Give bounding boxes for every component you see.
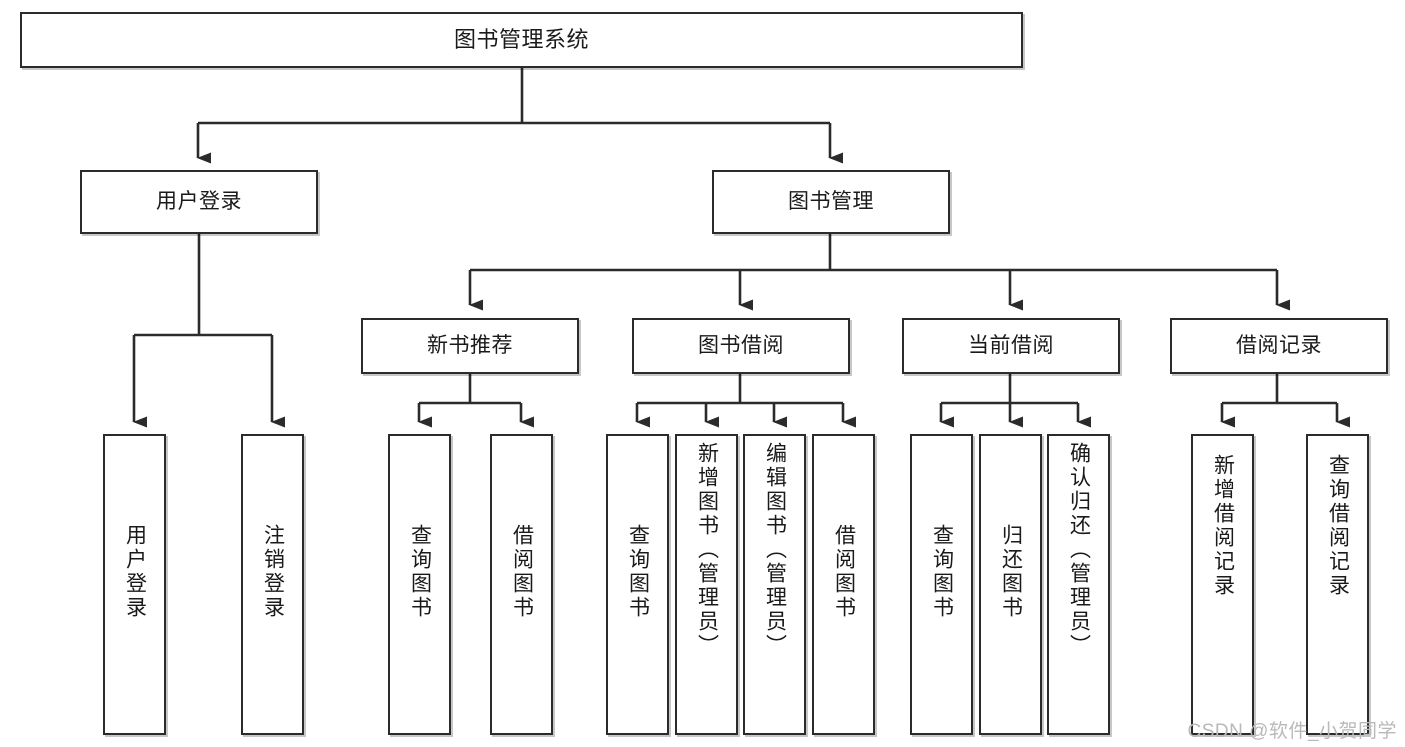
node-label: 图书管理	[788, 189, 874, 213]
node-book-management-system[interactable]: 图书管理系统	[20, 12, 1023, 68]
leaf-user-login-logout[interactable]: 注销登录	[241, 434, 304, 735]
leaf-borrow-edit-book-admin[interactable]: 编辑图书（管理员）	[743, 434, 806, 735]
leaf-borrow-add-book-admin[interactable]: 新增图书（管理员）	[675, 434, 738, 735]
node-label: 借阅记录	[1236, 333, 1322, 357]
leaf-label: 查询图书	[408, 524, 432, 620]
leaf-new-book-borrow[interactable]: 借阅图书	[490, 434, 553, 735]
leaf-label: 查询图书	[626, 524, 650, 620]
leaf-label: 查询图书	[930, 524, 954, 620]
leaf-label: 归还图书	[999, 524, 1023, 620]
leaf-label: 确认归还（管理员）	[1067, 442, 1091, 658]
leaf-label: 用户登录	[123, 524, 147, 620]
node-book-borrow[interactable]: 图书借阅	[632, 318, 850, 374]
leaf-label: 查询借阅记录	[1326, 454, 1350, 598]
node-current-borrow[interactable]: 当前借阅	[902, 318, 1120, 374]
node-label: 当前借阅	[968, 333, 1054, 357]
leaf-new-book-query[interactable]: 查询图书	[388, 434, 451, 735]
leaf-label: 注销登录	[261, 524, 285, 620]
leaf-label: 借阅图书	[832, 524, 856, 620]
leaf-user-login-login[interactable]: 用户登录	[103, 434, 166, 735]
leaf-current-return-book[interactable]: 归还图书	[979, 434, 1042, 735]
node-user-login[interactable]: 用户登录	[80, 170, 318, 234]
leaf-current-query-book[interactable]: 查询图书	[910, 434, 973, 735]
leaf-label: 新增图书（管理员）	[695, 442, 719, 658]
node-book-management[interactable]: 图书管理	[712, 170, 950, 234]
leaf-label: 新增借阅记录	[1211, 454, 1235, 598]
leaf-record-add-record[interactable]: 新增借阅记录	[1191, 434, 1254, 735]
node-label: 图书借阅	[698, 333, 784, 357]
leaf-borrow-query-book[interactable]: 查询图书	[606, 434, 669, 735]
node-new-book-recommend[interactable]: 新书推荐	[361, 318, 579, 374]
node-label: 图书管理系统	[453, 27, 589, 53]
node-label: 用户登录	[156, 189, 242, 213]
leaf-label: 借阅图书	[510, 524, 534, 620]
leaf-label: 编辑图书（管理员）	[763, 442, 787, 658]
leaf-record-query-record[interactable]: 查询借阅记录	[1306, 434, 1369, 735]
node-borrow-record[interactable]: 借阅记录	[1170, 318, 1388, 374]
leaf-borrow-borrow-book[interactable]: 借阅图书	[812, 434, 875, 735]
node-label: 新书推荐	[427, 333, 513, 357]
leaf-current-confirm-return-admin[interactable]: 确认归还（管理员）	[1047, 434, 1110, 735]
